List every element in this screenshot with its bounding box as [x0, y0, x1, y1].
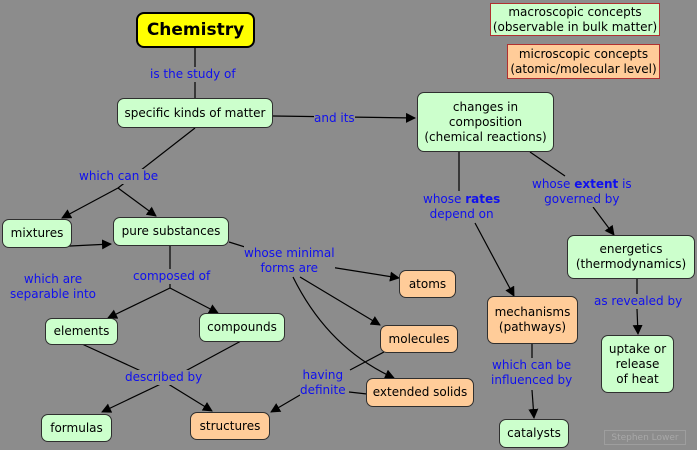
link-and-its: and its — [314, 111, 355, 126]
node-compounds: compounds — [199, 313, 285, 342]
link-rates-prefix: whose — [423, 192, 466, 206]
edge-fork-to-compounds — [169, 287, 219, 314]
node-elements: elements — [45, 318, 118, 345]
link-influenced-line2: influenced by — [491, 373, 573, 387]
legend-macroscopic: macroscopic concepts (observable in bulk… — [490, 3, 660, 36]
edge-fork-to-pure — [117, 187, 157, 217]
link-whose-extent-is-governed-by: whose extent is governed by — [532, 177, 632, 207]
node-molecules: molecules — [380, 325, 458, 353]
legend-microscopic: microscopic concepts (atomic/molecular l… — [507, 44, 660, 79]
link-composed-of: composed of — [133, 269, 211, 284]
edge-minimal-to-atoms — [329, 266, 400, 282]
link-whose-rates-depend-on: whose rates depend on — [423, 192, 501, 222]
link-rates-suffix: depend on — [429, 207, 494, 221]
link-having-line2: definite — [300, 383, 346, 397]
link-which-can-be-influenced-by: which can be influenced by — [491, 358, 573, 388]
edge-rates-to-mechanisms — [474, 222, 515, 297]
edge-solids-to-having — [348, 391, 368, 395]
node-catalysts: catalysts — [499, 419, 569, 448]
edge-influenced-to-catalysts — [528, 389, 539, 419]
link-described-by: described by — [125, 370, 203, 385]
link-rates-bold: rates — [465, 192, 501, 206]
author-credit: Stephen Lower — [604, 430, 686, 445]
link-is-the-study-of: is the study of — [150, 67, 236, 82]
link-minimal-line1: whose minimal — [244, 246, 335, 260]
edge-minimal-to-molecules — [299, 276, 381, 326]
node-pure-substances: pure substances — [113, 217, 229, 246]
link-having-line1: having — [302, 368, 344, 382]
edge-fork-to-formulas — [101, 381, 166, 413]
link-having-definite: having definite — [300, 368, 346, 398]
node-energetics: energetics (thermodynamics) — [567, 235, 695, 279]
edge-having-to-structures — [270, 394, 301, 413]
node-structures: structures — [190, 412, 270, 440]
node-changes-in-composition: changes in composition (chemical reactio… — [417, 92, 554, 152]
node-formulas: formulas — [41, 414, 112, 442]
link-extent-prefix: whose — [532, 177, 575, 191]
edge-fork-to-mixtures — [61, 187, 119, 219]
link-whose-minimal-forms-are: whose minimal forms are — [244, 246, 335, 276]
link-which-are-line2: separable into — [10, 287, 97, 301]
link-which-can-be: which can be — [79, 169, 159, 184]
link-as-revealed-by: as revealed by — [594, 294, 683, 309]
node-specific-kinds-of-matter: specific kinds of matter — [117, 98, 273, 128]
chemistry-title: Chemistry — [136, 12, 255, 48]
link-extent-bold: extent — [574, 177, 619, 191]
link-extent-suffix: governed by — [544, 192, 620, 206]
node-mechanisms: mechanisms (pathways) — [487, 296, 578, 344]
edge-revealed-to-uptake — [632, 308, 643, 335]
link-extent-mid: is — [618, 177, 632, 191]
node-extended-solids: extended solids — [366, 378, 474, 407]
edge-changes-to-extent — [529, 151, 566, 177]
edge-molecules-to-having — [349, 351, 385, 371]
node-atoms: atoms — [399, 270, 456, 298]
link-minimal-line2: forms are — [260, 261, 318, 275]
link-which-are-line1: which are — [23, 272, 83, 286]
link-which-are-separable: which are separable into — [10, 272, 97, 302]
edge-fork-to-elements — [107, 287, 171, 319]
node-uptake-release-heat: uptake or release of heat — [601, 335, 674, 393]
edge-minimal-to-solids — [292, 276, 395, 379]
link-influenced-line1: which can be — [492, 358, 572, 372]
node-mixtures: mixtures — [2, 219, 72, 248]
edge-fork-to-structures — [164, 381, 213, 412]
edge-extent-to-energetics — [592, 206, 615, 236]
